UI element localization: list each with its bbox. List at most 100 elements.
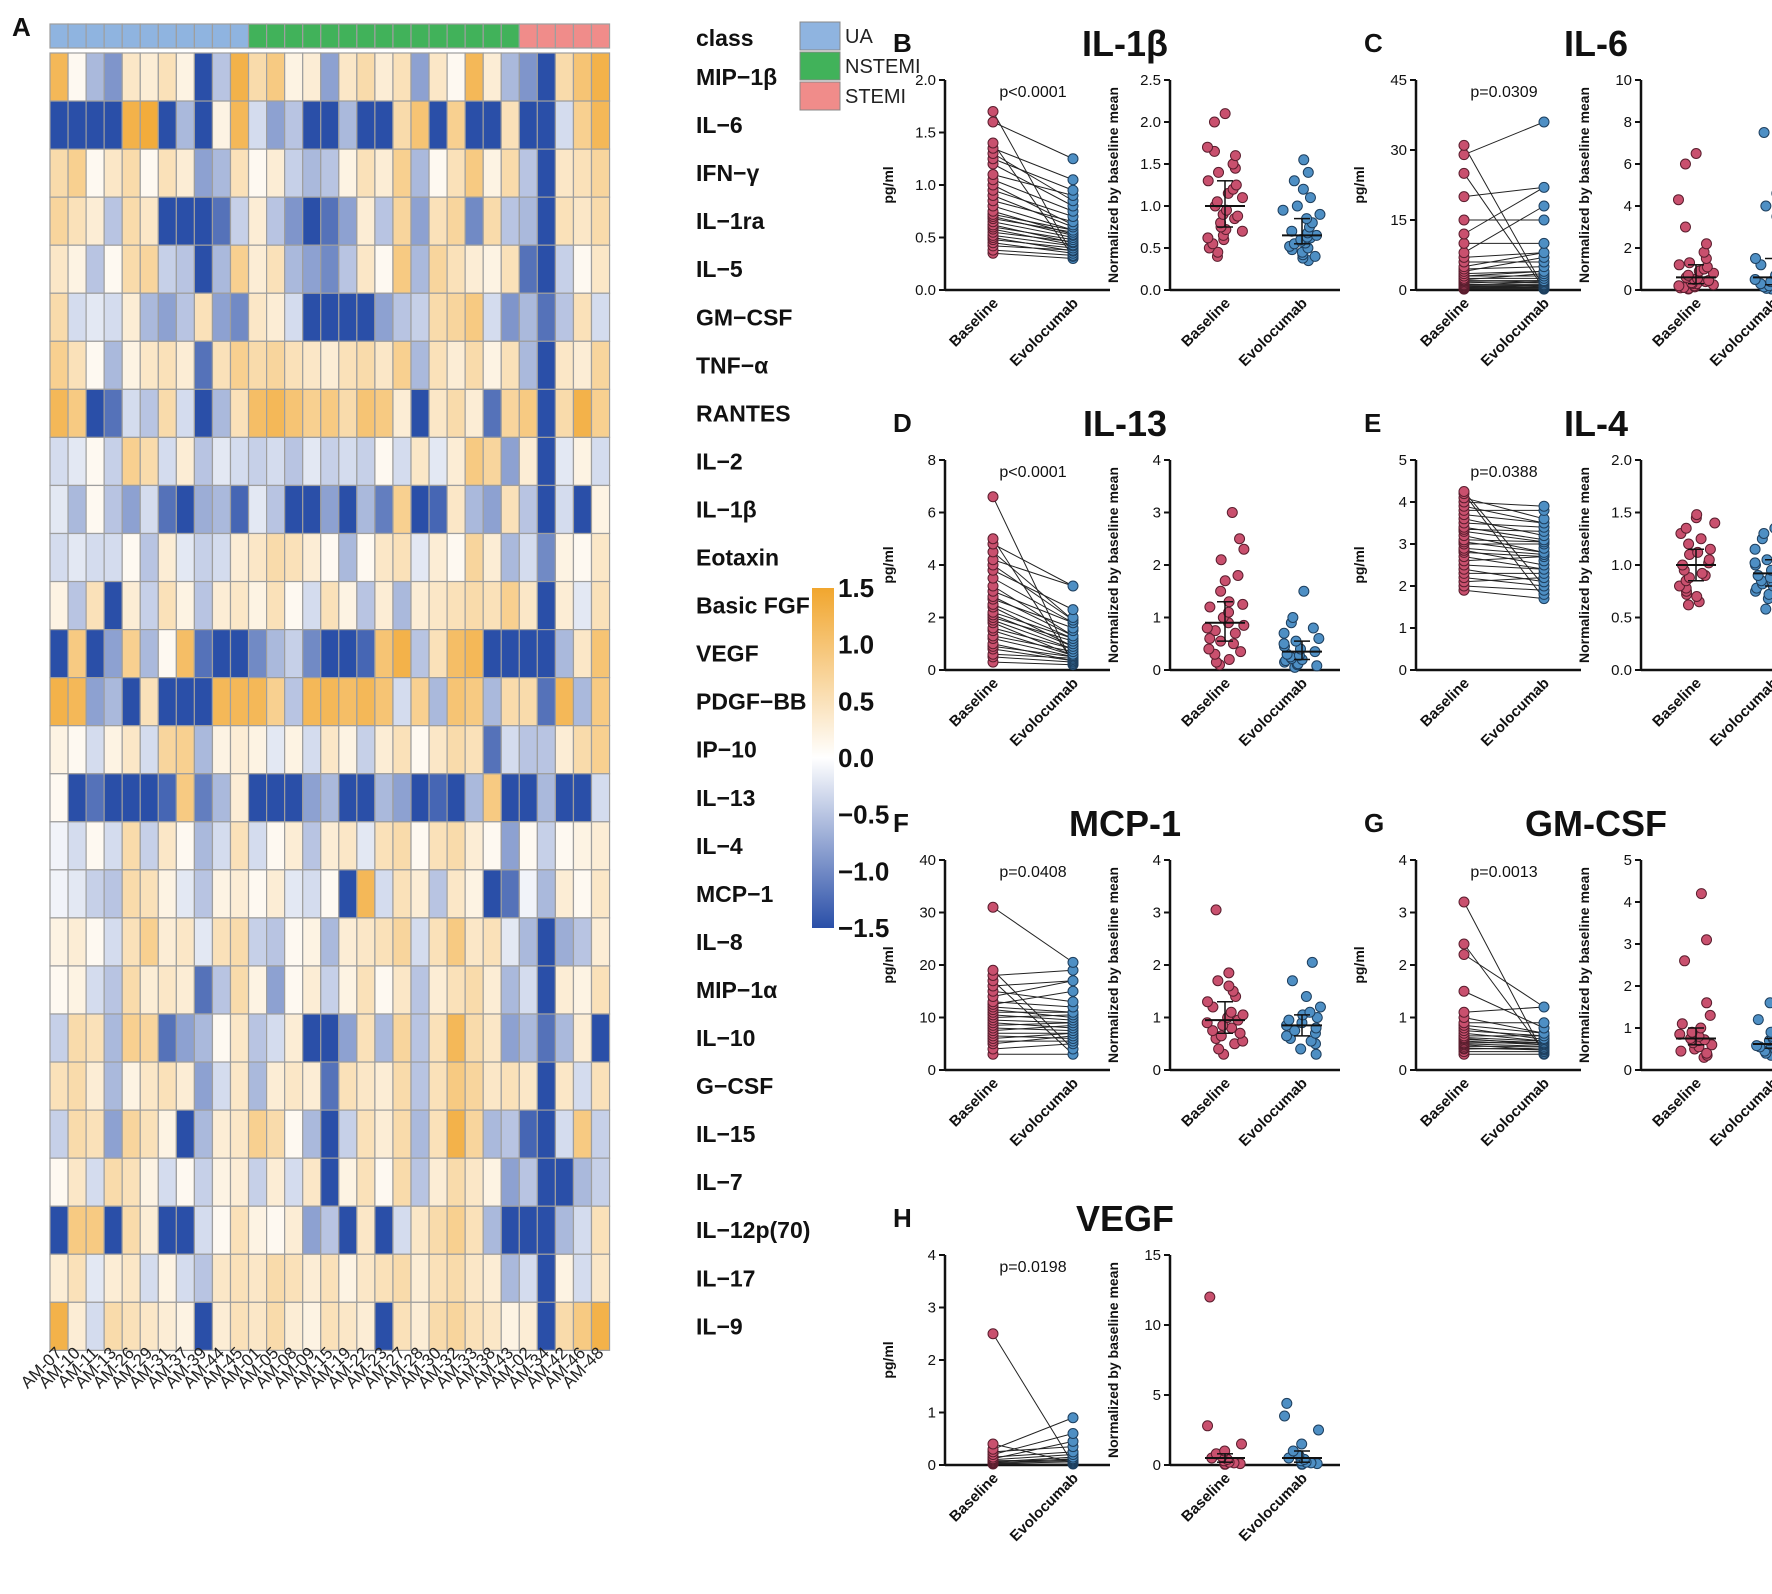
y-tick-label: 30 [1390, 142, 1407, 159]
heatmap-cell [428, 388, 448, 439]
row-label: IL−12p(70) [696, 1217, 810, 1243]
heatmap-cell [49, 773, 69, 823]
heatmap-cell [247, 1205, 268, 1255]
pair-line [992, 596, 1074, 637]
pair-line [992, 1019, 1074, 1024]
heatmap-cell [464, 1157, 484, 1207]
heatmap-cell [266, 677, 286, 727]
heatmap-cell [247, 1061, 268, 1111]
heatmap-cell [139, 148, 159, 198]
class-cell [446, 23, 466, 49]
row-label: G−CSF [696, 1073, 773, 1099]
pair-line [1463, 522, 1545, 528]
heatmap-cell [175, 965, 196, 1015]
heatmap-cell [193, 1301, 214, 1351]
row-label: IL−9 [696, 1313, 743, 1339]
heatmap-cell [103, 773, 123, 823]
heatmap-cell [374, 484, 394, 535]
norm-treated-point [1310, 1048, 1322, 1060]
heatmap-cell [67, 1013, 87, 1063]
y-tick-label: 2 [1624, 240, 1632, 257]
heatmap-cell [446, 725, 466, 775]
heatmap-cell [175, 1013, 196, 1063]
pair-line [992, 980, 1074, 997]
heatmap-cell [67, 484, 87, 535]
heatmap-cell [49, 436, 69, 487]
heatmap-cell [139, 1253, 159, 1303]
norm-treated-point [1302, 166, 1314, 178]
y-tick-label: 4 [1399, 494, 1407, 511]
heatmap-cell [410, 484, 430, 535]
heatmap-cell [320, 196, 340, 246]
heatmap-cell [392, 532, 412, 583]
norm-baseline-point [1691, 591, 1703, 602]
heatmap-cell [49, 580, 69, 631]
heatmap-cell [374, 1157, 394, 1207]
heatmap-cell [446, 628, 466, 679]
x-category-label: Evolocumab [1007, 675, 1082, 750]
heatmap-cell [590, 1109, 611, 1159]
heatmap-cell [554, 869, 575, 919]
heatmap-cell [518, 580, 538, 631]
y-axis-label: Normalized by baseline mean [1105, 87, 1121, 283]
heatmap-cell [229, 196, 250, 246]
heatmap-cell [247, 196, 268, 246]
heatmap-cell [193, 340, 214, 390]
x-category-label: Evolocumab [1007, 295, 1082, 370]
y-tick-label: 4 [928, 557, 936, 574]
heatmap-cell [518, 148, 538, 198]
heatmap-cell [67, 292, 87, 342]
pair-line [1463, 186, 1545, 198]
pair-line [1463, 568, 1545, 583]
heatmap-cell [410, 148, 430, 198]
norm-treated-point [1313, 633, 1325, 644]
heatmap-cell [392, 388, 412, 439]
heatmap-cell [302, 1157, 322, 1207]
treated-point [1067, 604, 1079, 616]
heatmap-cell [175, 917, 196, 967]
y-axis-label: pg/ml [880, 1341, 896, 1378]
y-tick-label: 4 [1624, 894, 1632, 911]
heatmap-cell [247, 292, 268, 342]
heatmap-cell [247, 388, 268, 439]
heatmap-cell [320, 532, 340, 583]
heatmap-cell [157, 580, 177, 631]
norm-baseline-point [1232, 570, 1244, 581]
heatmap-cell [572, 1253, 593, 1303]
heatmap-cell [67, 436, 87, 487]
pair-line [1463, 1043, 1545, 1047]
heatmap-cell [338, 100, 358, 150]
heatmap-cell [320, 436, 340, 487]
y-tick-label: 0.5 [915, 230, 936, 247]
norm-baseline-point [1225, 1006, 1237, 1018]
heatmap-cell [211, 244, 232, 294]
heatmap-cell [284, 388, 304, 439]
heatmap-cell [464, 148, 484, 198]
heatmap-cell [284, 1013, 304, 1063]
heatmap-cell [572, 965, 593, 1015]
pair-line [992, 179, 1074, 212]
heatmap-cell [374, 773, 394, 823]
heatmap-cell [590, 388, 611, 439]
norm-treated-point [1278, 638, 1290, 650]
heatmap-cell [338, 725, 358, 775]
pair-line [1463, 556, 1545, 570]
baseline-point [1458, 938, 1470, 950]
heatmap-cell [446, 677, 466, 727]
class-cell [374, 23, 394, 49]
heatmap-cell [392, 1253, 412, 1303]
heatmap-cell [518, 773, 538, 823]
heatmap-cell [356, 148, 376, 198]
heatmap-cell [211, 1157, 232, 1207]
row-label: IL−8 [696, 929, 743, 955]
norm-baseline-point [1676, 1018, 1688, 1030]
y-tick-label: 4 [1399, 852, 1407, 869]
heatmap-cell [139, 100, 159, 150]
heatmap-cell [374, 628, 394, 679]
heatmap-cell [302, 148, 322, 198]
y-tick-label: 1.5 [1140, 156, 1161, 173]
legend-swatch [799, 21, 841, 51]
heatmap-cell [518, 821, 538, 871]
heatmap-cell [464, 340, 484, 390]
heatmap-cell [464, 1205, 484, 1255]
